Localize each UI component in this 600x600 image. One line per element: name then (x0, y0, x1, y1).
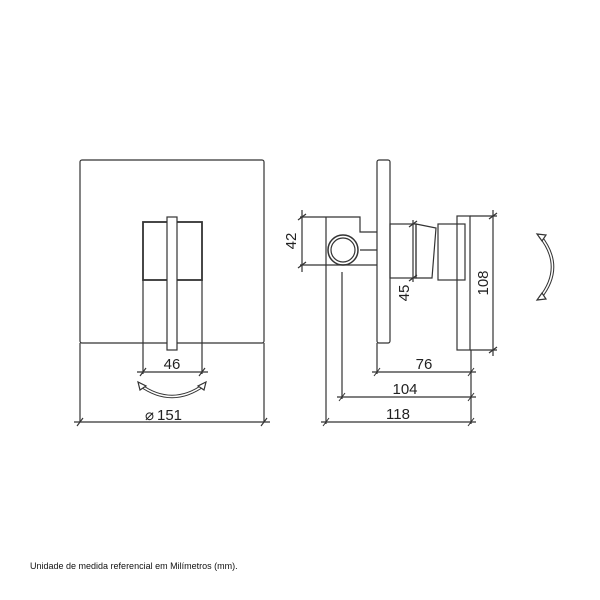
dim-label-42: 42 (283, 233, 300, 250)
dim-label-108: 108 (475, 270, 492, 295)
dim-label-151: 151 (157, 407, 182, 424)
rotation-arrow-icon (535, 233, 555, 301)
dim-label-46: 46 (164, 356, 181, 373)
pipe-connection (327, 234, 359, 266)
side-view: 42 45 108 76 104 118 (283, 159, 555, 427)
units-footnote: Unidade de medida referencial em Milímet… (30, 561, 238, 571)
dim-label-104: 104 (392, 381, 417, 398)
dim-label-76: 76 (416, 356, 433, 373)
front-view: 46 ⌀ 151 (74, 159, 270, 427)
plate-profile (376, 159, 391, 344)
lever (166, 216, 178, 351)
dim-label-118: 118 (386, 406, 410, 423)
diameter-symbol: ⌀ (145, 407, 154, 424)
lever-profile (456, 215, 471, 351)
collar (415, 223, 437, 279)
dim-label-45: 45 (396, 285, 413, 302)
lever-cap (437, 223, 466, 281)
valve-stem-body (389, 223, 417, 279)
